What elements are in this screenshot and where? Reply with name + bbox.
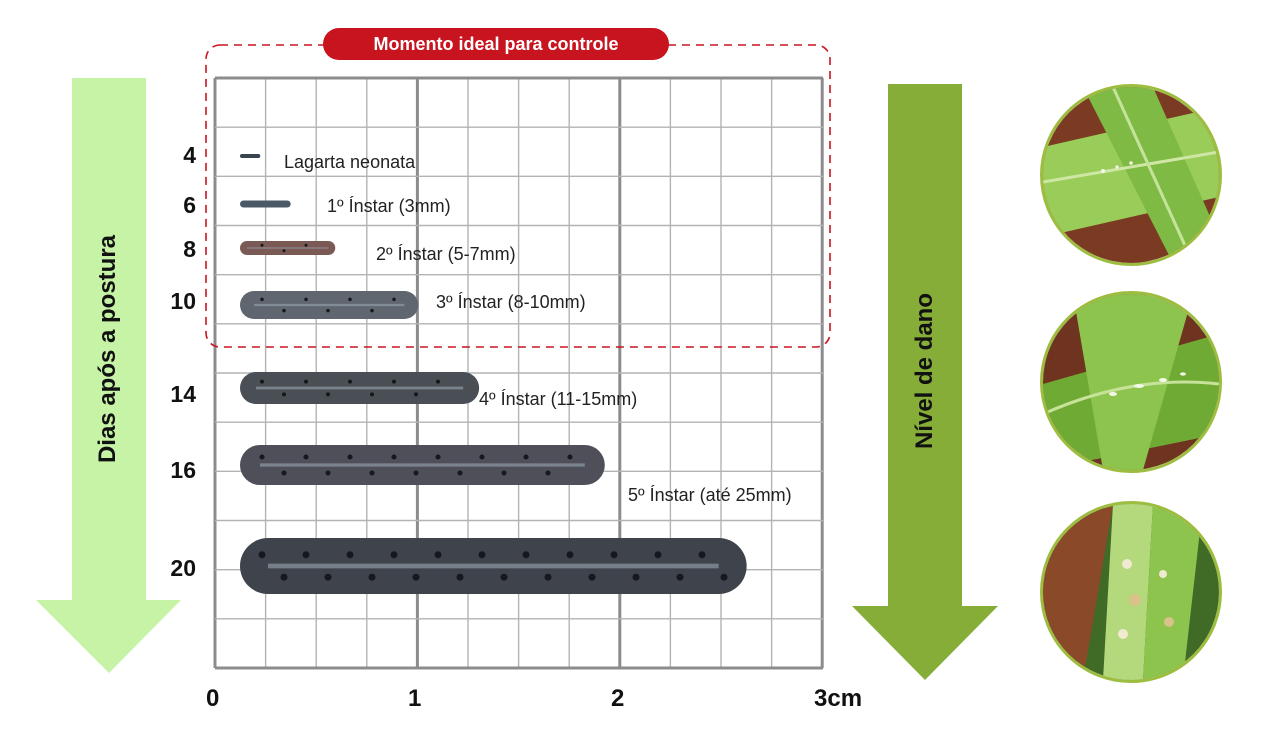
damage-arrow xyxy=(852,84,998,680)
caterpillar-spot xyxy=(282,249,286,253)
day-label-20: 20 xyxy=(170,555,196,581)
caterpillar-spot xyxy=(282,392,286,397)
caterpillar-spot xyxy=(346,551,354,559)
caterpillar-spot xyxy=(281,470,287,476)
caterpillar-spot xyxy=(280,573,288,581)
caterpillar-spot xyxy=(260,243,264,247)
caterpillar-spot xyxy=(523,454,529,460)
caterpillar-spot xyxy=(436,379,440,384)
caterpillar-spot xyxy=(414,392,418,397)
caterpillar-spot xyxy=(500,573,508,581)
caterpillar-spot xyxy=(370,392,374,397)
caterpillar-spot xyxy=(720,573,728,581)
caterpillar-spot xyxy=(391,454,397,460)
x-tick-2: 2 xyxy=(611,685,625,712)
control-title: Momento ideal para controle xyxy=(373,34,619,54)
caterpillar-spot xyxy=(324,573,332,581)
stage-label-instar-2: 2º Ínstar (5-7mm) xyxy=(376,244,516,264)
caterpillar-spot xyxy=(654,551,662,559)
caterpillar-spot xyxy=(369,470,375,476)
caterpillar-spot xyxy=(522,551,530,559)
x-tick-0: 0 xyxy=(206,685,220,712)
caterpillar-spot xyxy=(325,470,331,476)
caterpillar-spot xyxy=(326,392,330,397)
caterpillar-spot xyxy=(676,573,684,581)
caterpillar-spot xyxy=(588,573,596,581)
stage-label-instar-4: 4º Ínstar (11-15mm) xyxy=(479,389,638,409)
control-badge: Momento ideal para controle xyxy=(323,28,669,60)
caterpillar-4-days xyxy=(240,154,261,158)
caterpillar-spot xyxy=(304,243,308,247)
caterpillar-spot xyxy=(370,308,374,313)
caterpillar-spot xyxy=(259,454,265,460)
caterpillar-spot xyxy=(566,551,574,559)
stage-label-neonate: Lagarta neonata xyxy=(284,152,416,172)
caterpillar-spot xyxy=(304,379,308,384)
caterpillar-spot xyxy=(435,454,441,460)
caterpillar-spot xyxy=(260,297,264,302)
caterpillar-spot xyxy=(544,573,552,581)
caterpillar-spot xyxy=(479,454,485,460)
caterpillar-spot xyxy=(326,308,330,313)
caterpillar-spot xyxy=(392,379,396,384)
stage-label-instar-3: 3º Ínstar (8-10mm) xyxy=(436,292,586,312)
caterpillar-spot xyxy=(434,551,442,559)
caterpillar-spot xyxy=(304,297,308,302)
caterpillar-group xyxy=(240,154,747,594)
caterpillar-spot xyxy=(412,573,420,581)
caterpillar-spot xyxy=(260,379,264,384)
days-arrow xyxy=(36,78,181,673)
caterpillar-6-days xyxy=(240,200,291,208)
damage-arrow-label: Nível de dano xyxy=(911,292,938,450)
caterpillar-spot xyxy=(348,379,352,384)
day-label-10: 10 xyxy=(170,288,196,314)
high-damage-leaf-photo xyxy=(1040,501,1222,683)
caterpillar-spot xyxy=(368,573,376,581)
caterpillar-spot xyxy=(348,297,352,302)
caterpillar-spot xyxy=(545,470,551,476)
day-label-16: 16 xyxy=(170,457,196,483)
day-label-4: 4 xyxy=(183,142,196,168)
low-damage-leaf-photo xyxy=(1040,84,1222,266)
caterpillar-spot xyxy=(390,551,398,559)
days-arrow-label: Dias após a postura xyxy=(94,234,121,464)
caterpillar-spot xyxy=(456,573,464,581)
caterpillar-spot xyxy=(392,297,396,302)
medium-damage-leaf-photo xyxy=(1040,291,1222,473)
x-tick-1: 1 xyxy=(408,685,422,712)
caterpillar-spot xyxy=(632,573,640,581)
day-label-6: 6 xyxy=(183,192,196,218)
caterpillar-spot xyxy=(610,551,618,559)
caterpillar-spot xyxy=(501,470,507,476)
caterpillar-spot xyxy=(698,551,706,559)
caterpillar-spot xyxy=(282,308,286,313)
day-label-14: 14 xyxy=(170,381,196,407)
stage-label-instar-1: 1º Ínstar (3mm) xyxy=(327,196,451,216)
x-tick-3: 3cm xyxy=(814,685,863,712)
caterpillar-spot xyxy=(303,454,309,460)
caterpillar-spot xyxy=(413,470,419,476)
stage-label-instar-5: 5º Ínstar (até 25mm) xyxy=(628,485,792,505)
caterpillar-spot xyxy=(457,470,463,476)
day-label-8: 8 xyxy=(183,236,196,262)
caterpillar-spot xyxy=(258,551,266,559)
caterpillar-spot xyxy=(478,551,486,559)
caterpillar-spot xyxy=(347,454,353,460)
caterpillar-spot xyxy=(567,454,573,460)
caterpillar-spot xyxy=(302,551,310,559)
